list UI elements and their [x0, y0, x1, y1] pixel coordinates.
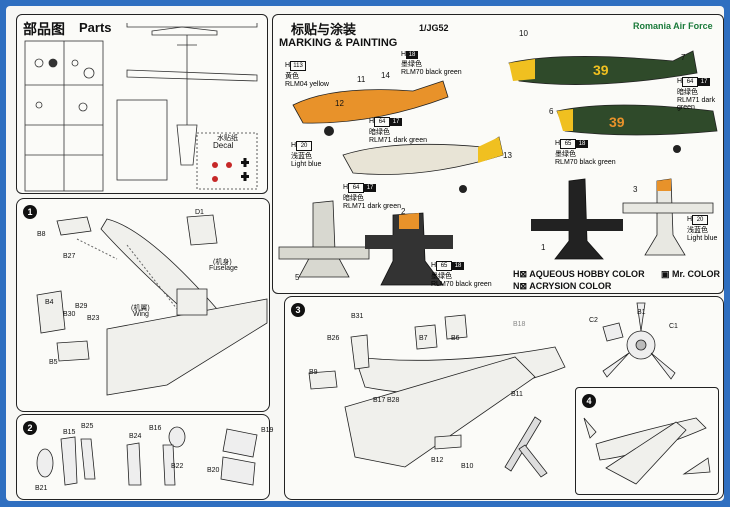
step3-label-B12: B12 — [431, 457, 444, 464]
parts-panel: 部品图 Parts 水贴纸 Decal — [16, 14, 268, 194]
step3-label-B17: B17 — [373, 397, 386, 404]
prop-label-C1: C1 — [669, 323, 678, 330]
step2-label-B24: B24 — [129, 433, 142, 440]
marking-title-en: MARKING & PAINTING — [279, 37, 398, 49]
step3-label-B9: B9 — [309, 369, 318, 376]
step1-wing-cn: (机翼) — [131, 305, 150, 312]
step-1-panel: 1 B8 B27 D1 B4 B29 B30 B23 B5 (机翼) Wing … — [16, 198, 270, 412]
callout-11: 11 — [357, 75, 366, 84]
step1-label-fuselage: Fuselage — [209, 265, 238, 272]
callout-7: 7 — [681, 53, 686, 62]
scale-label: 1/JG52 — [419, 23, 449, 33]
step-2-drawing — [36, 426, 258, 486]
decal-en: Decal — [213, 141, 234, 150]
callout-10: 10 — [519, 29, 528, 38]
decal-cn: 水贴纸 — [217, 135, 238, 142]
step3-label-B28: B28 — [387, 397, 400, 404]
step1-fus-cn: (机身) — [213, 259, 232, 266]
parts-title-cn: 部品图 — [23, 21, 65, 37]
svg-text:39: 39 — [593, 62, 609, 78]
instruction-sheet: 部品图 Parts 水贴纸 Decal — [6, 6, 724, 501]
callout-5: 5 — [295, 273, 300, 282]
step3-label-B10: B10 — [461, 463, 474, 470]
step2-label-B25: B25 — [81, 423, 94, 430]
marking-title-cn: 标贴与涂装 — [291, 22, 357, 37]
step2-label-B19: B19 — [261, 427, 274, 434]
legend-mr-color: ▣ Mr. COLOR — [661, 269, 721, 279]
aircraft-profiles: 39 39 — [278, 50, 718, 286]
step3-label-B18: B18 — [513, 321, 526, 328]
step-4-drawing — [583, 417, 711, 485]
step2-label-B20: B20 — [207, 467, 220, 474]
step3-label-B26: B26 — [327, 335, 340, 342]
step-1-number: 1 — [23, 205, 37, 219]
callout-13: 13 — [503, 151, 512, 160]
callout-2: 2 — [401, 207, 406, 216]
callout-1: 1 — [541, 243, 546, 252]
step1-label-B30: B30 — [63, 311, 76, 318]
step1-label-B23: B23 — [87, 315, 100, 322]
prop-label-C2: C2 — [589, 317, 598, 324]
step1-label-D1: D1 — [195, 209, 204, 216]
parts-sprue-drawing — [24, 23, 258, 192]
step-3-panel: 3 B31 B26 B9 B7 B6 B18 B17 B28 B11 B12 B… — [284, 296, 724, 500]
parts-title-en: Parts — [79, 20, 112, 35]
step1-label-B8: B8 — [37, 231, 46, 238]
step-4-number: 4 — [582, 394, 596, 408]
step1-label-B27: B27 — [63, 253, 76, 260]
legend-acrysion: N⊠ ACRYSION COLOR — [513, 281, 612, 291]
callout-6: 6 — [549, 107, 554, 116]
step2-label-B15: B15 — [63, 429, 76, 436]
step2-label-B16: B16 — [149, 425, 162, 432]
step1-label-wing: Wing — [133, 311, 149, 318]
step-3-drawing — [308, 314, 566, 478]
step1-label-B29: B29 — [75, 303, 88, 310]
step-2-number: 2 — [23, 421, 37, 435]
callout-14: 14 — [381, 71, 390, 80]
step3-label-B7: B7 — [419, 335, 428, 342]
marking-panel: 标贴与涂装 MARKING & PAINTING 1/JG52 Romania … — [272, 14, 724, 294]
step-3-number: 3 — [291, 303, 305, 317]
step3-label-B11: B11 — [511, 391, 523, 398]
callout-12: 12 — [335, 99, 344, 108]
step1-label-B4: B4 — [45, 299, 54, 306]
step-1-drawing — [36, 214, 268, 396]
propeller-drawing — [602, 302, 676, 380]
svg-text:39: 39 — [609, 114, 625, 130]
prop-label-B1: B1 — [637, 309, 646, 316]
step3-label-B6: B6 — [451, 335, 460, 342]
step3-label-B31: B31 — [351, 313, 364, 320]
step-2-panel: 2 B15 B25 B24 B16 B19 B22 B20 B21 — [16, 414, 274, 500]
step1-label-B5: B5 — [49, 359, 58, 366]
step2-label-B22: B22 — [171, 463, 184, 470]
legend-aqueous: H⊠ AQUEOUS HOBBY COLOR — [513, 269, 645, 279]
step-4-panel: 4 — [575, 387, 719, 495]
romania-label: Romania Air Force — [633, 21, 713, 31]
callout-3: 3 — [633, 185, 638, 194]
step2-label-B21: B21 — [35, 485, 48, 492]
